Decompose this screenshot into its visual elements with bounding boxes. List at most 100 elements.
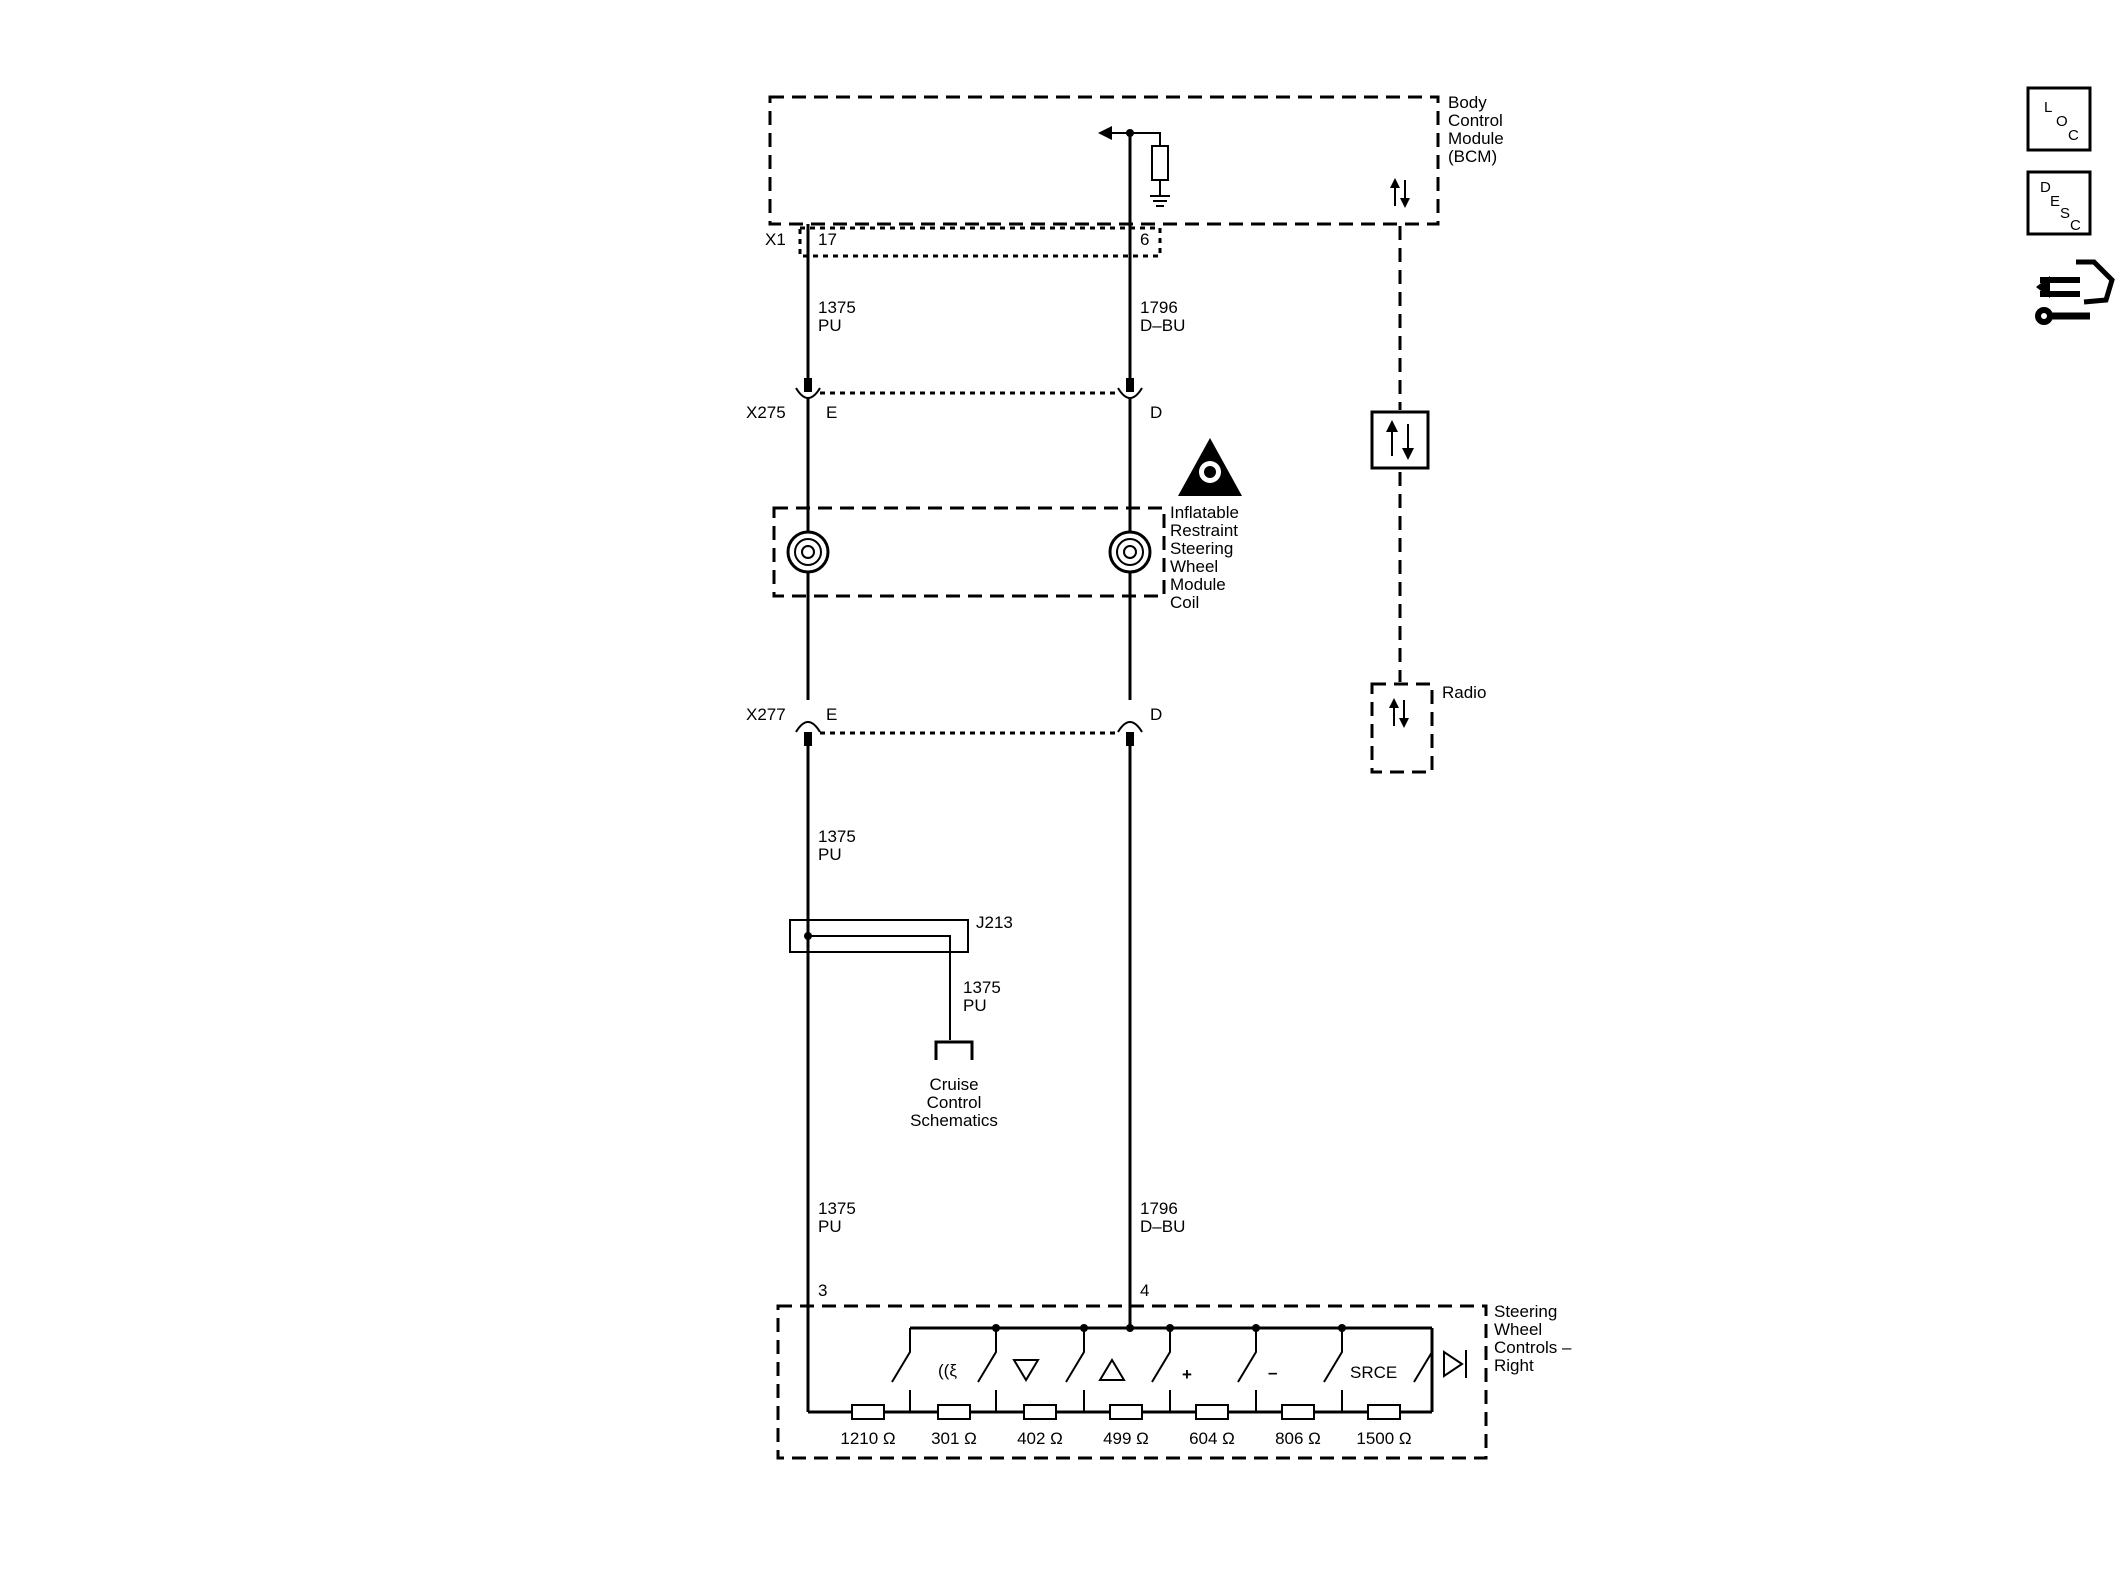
down-triangle-icon [1012, 1359, 1040, 1382]
bcm-label-2: Control [1448, 111, 1503, 130]
desc-letter-s: S [2060, 205, 2070, 222]
bcm-serial-data-icon [1390, 178, 1410, 208]
x277-label: X277 [746, 705, 786, 724]
coil-label-5: Module [1170, 575, 1226, 594]
loc-letter-l: L [2044, 99, 2052, 116]
minus-label: – [1268, 1363, 1277, 1382]
coil-label-3: Steering [1170, 539, 1233, 558]
wire-b-color: D–BU [1140, 316, 1185, 335]
resistor-499 [1109, 1404, 1143, 1420]
wire-a-color-3: PU [818, 1217, 842, 1236]
plus-label: + [1182, 1365, 1192, 1384]
cruise-label-1: Cruise [929, 1075, 978, 1094]
switch-down [977, 1324, 1040, 1412]
resistor-value-806: 806 Ω [1275, 1429, 1321, 1448]
resistor-ladder: 1210 Ω 301 Ω 402 Ω 499 Ω 604 Ω 806 Ω 1500 Ω [840, 1404, 1412, 1448]
resistor-1210 [851, 1404, 885, 1420]
switch-plus: + [1151, 1324, 1192, 1412]
swc-pin-4: 4 [1140, 1281, 1149, 1300]
resistor-value-402: 402 Ω [1017, 1429, 1063, 1448]
x1-pin-17: 17 [818, 230, 837, 249]
resistor-value-604: 604 Ω [1189, 1429, 1235, 1448]
bcm-label-3: Module [1448, 129, 1504, 148]
switch-srce: SRCE [1323, 1324, 1397, 1412]
radio-data-line [1370, 226, 1430, 682]
splice-j213: J213 1375 PU Cruise Control Schematics [789, 913, 1013, 1130]
loc-icon[interactable]: L O C [2026, 86, 2092, 152]
switch-minus: – [1237, 1324, 1277, 1412]
desc-letter-e: E [2050, 193, 2060, 210]
resistor-value-1210: 1210 Ω [840, 1429, 895, 1448]
voice-icon: ((ξ [938, 1361, 957, 1380]
steering-wheel-controls: Steering Wheel Controls – Right 3 4 ((ξ [776, 1281, 1572, 1460]
x1-connector: X1 17 6 [765, 226, 1162, 258]
radio-label: Radio [1442, 683, 1486, 702]
wire-b-circuit-2: 1796 [1140, 1199, 1178, 1218]
cruise-label-3: Schematics [910, 1111, 998, 1130]
swc-label-3: Controls – [1494, 1338, 1572, 1357]
splice-label: J213 [976, 913, 1013, 932]
desc-letter-d: D [2040, 179, 2051, 196]
wire-a-color: PU [818, 316, 842, 335]
coil-label-2: Restraint [1170, 521, 1238, 540]
x275-label: X275 [746, 403, 786, 422]
ground-icon [1150, 180, 1170, 207]
srce-label: SRCE [1350, 1363, 1397, 1382]
cruise-label-2: Control [927, 1093, 982, 1112]
wire-a-color-2: PU [818, 845, 842, 864]
resistor-402 [1023, 1404, 1057, 1420]
coil-label-1: Inflatable [1170, 503, 1239, 522]
bcm-pullup-resistor [1151, 145, 1169, 181]
x275-pin-e: E [826, 403, 837, 422]
cruise-link-icon [934, 1040, 974, 1060]
bcm-module: Body Control Module (BCM) [768, 93, 1504, 226]
wire-b-color-2: D–BU [1140, 1217, 1185, 1236]
coil-spiral-icon [786, 530, 830, 574]
resistor-806 [1281, 1404, 1315, 1420]
splice-wire-circuit: 1375 [963, 978, 1001, 997]
bcm-label-1: Body [1448, 93, 1487, 112]
loc-letter-c: C [2068, 127, 2079, 144]
resistor-value-1500: 1500 Ω [1356, 1429, 1411, 1448]
x275-pin-d: D [1150, 403, 1162, 422]
coil-label-4: Wheel [1170, 557, 1218, 576]
coil-label-6: Coil [1170, 593, 1199, 612]
switch-voice: ((ξ [891, 1328, 957, 1412]
splice-wire-color: PU [963, 996, 987, 1015]
wire-b-circuit: 1796 [1140, 298, 1178, 317]
airbag-warning-icon [1178, 438, 1242, 496]
resistor-301 [937, 1404, 971, 1420]
up-triangle-icon [1098, 1358, 1126, 1381]
x277-connector: X277 E D [746, 705, 1162, 746]
swc-label-2: Wheel [1494, 1320, 1542, 1339]
next-triangle-icon [1443, 1350, 1464, 1378]
connector-tool-icon[interactable] [2035, 259, 2115, 325]
switch-next [1413, 1328, 1467, 1383]
x277-pin-e: E [826, 705, 837, 724]
data-link-icon [1370, 410, 1430, 470]
swc-junction-dot [1126, 1324, 1134, 1332]
x1-label: X1 [765, 230, 786, 249]
switch-up [1065, 1324, 1126, 1412]
resistor-1500 [1367, 1404, 1401, 1420]
desc-letter-c: C [2070, 217, 2081, 234]
clockspring-coil: Inflatable Restraint Steering Wheel Modu… [772, 438, 1242, 612]
wire-a-circuit-3: 1375 [818, 1199, 856, 1218]
wire-a-circuit-2: 1375 [818, 827, 856, 846]
resistor-value-499: 499 Ω [1103, 1429, 1149, 1448]
bcm-resistor-lead [1130, 132, 1161, 146]
bcm-arrow-icon [1098, 126, 1112, 140]
swc-pin-3: 3 [818, 1281, 827, 1300]
desc-icon[interactable]: D E S C [2026, 170, 2092, 236]
x1-pin-6: 6 [1140, 230, 1149, 249]
swc-label-4: Right [1494, 1356, 1534, 1375]
radio-module: Radio [1370, 682, 1486, 774]
resistor-604 [1195, 1404, 1229, 1420]
x277-pin-d: D [1150, 705, 1162, 724]
loc-letter-o: O [2056, 113, 2068, 130]
swc-label-1: Steering [1494, 1302, 1557, 1321]
wire-a-circuit: 1375 [818, 298, 856, 317]
resistor-value-301: 301 Ω [931, 1429, 977, 1448]
bcm-label-4: (BCM) [1448, 147, 1497, 166]
